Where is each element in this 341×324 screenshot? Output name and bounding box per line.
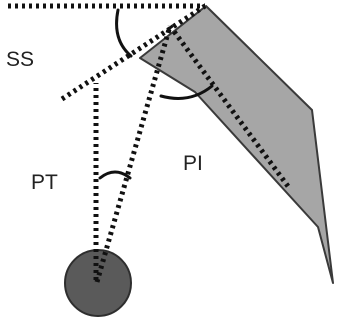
label-ss: SS — [6, 48, 34, 71]
femoral-to-endplate-line — [94, 25, 173, 283]
pelvic-tilt-arc — [98, 170, 132, 180]
sacrum-shape — [139, 5, 334, 284]
dotted-lines — [8, 3, 293, 283]
angle-arcs — [98, 8, 214, 180]
femoral-head — [64, 249, 132, 317]
endplate-perpendicular-line — [167, 24, 293, 191]
sacral-endplate-line — [60, 3, 207, 102]
label-pi: PI — [183, 152, 203, 175]
sacral-slope-arc — [115, 8, 133, 58]
pelvic-incidence-arc — [159, 84, 214, 100]
label-pt: PT — [31, 171, 58, 194]
